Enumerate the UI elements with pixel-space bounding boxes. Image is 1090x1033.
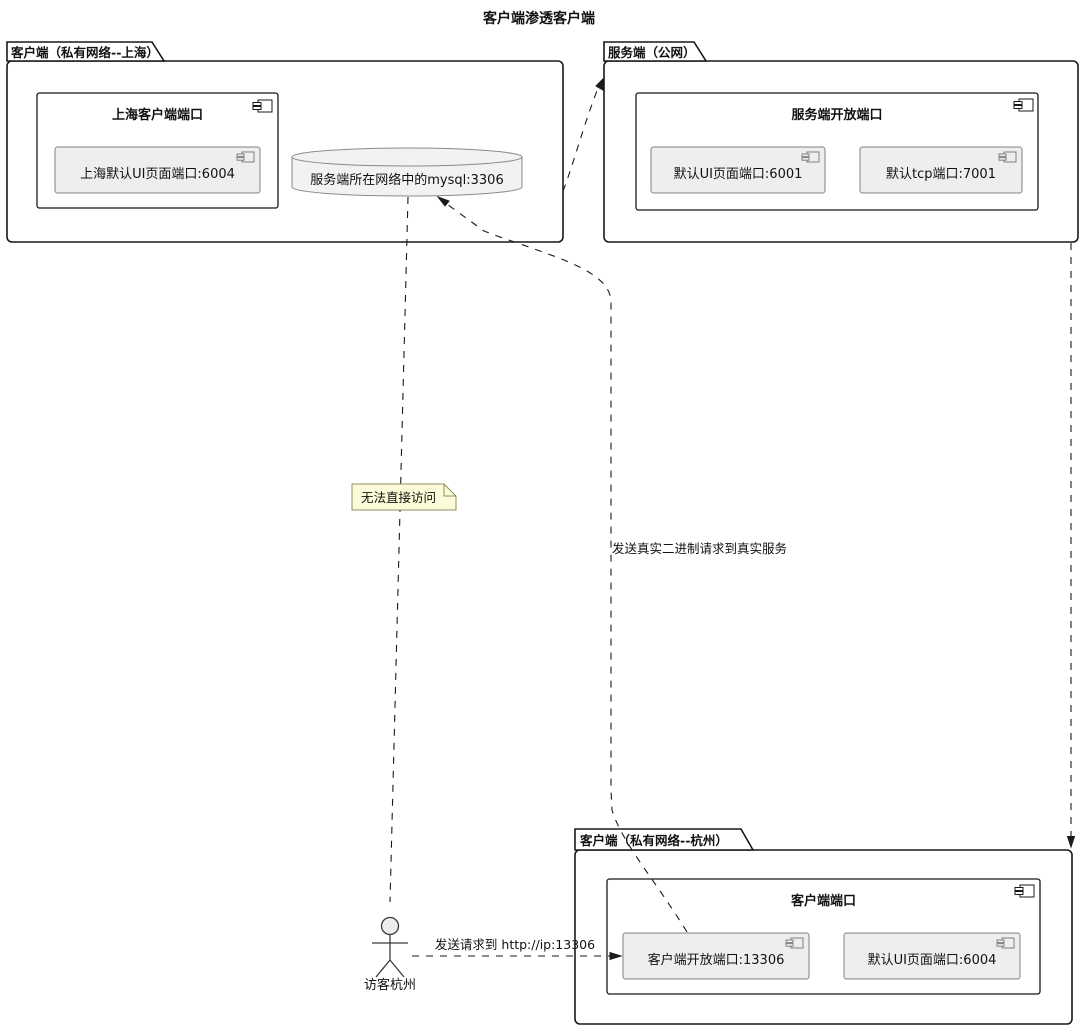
actor-label: 访客杭州 [363, 978, 416, 993]
component-server-title: 服务端开放端口 [791, 108, 883, 123]
port-server-ui-label: 默认UI页面端口:6001 [673, 167, 803, 182]
package-hangzhou-label: 客户端（私有网络--杭州） [580, 833, 728, 848]
edge-visitor-to-mysql [389, 196, 409, 903]
database-mysql-label: 服务端所在网络中的mysql:3306 [310, 173, 504, 188]
port-server-tcp-7001 [859, 146, 1023, 194]
component-icon [996, 937, 1015, 949]
package-server-label: 服务端（公网） [608, 45, 696, 60]
arrowhead-to-hangzhou [1066, 836, 1076, 849]
note-text: 无法直接访问 [361, 490, 437, 505]
edge-hangzhou-to-mysql [439, 198, 688, 933]
component-icon [801, 151, 820, 163]
edge-shanghai-to-server [562, 80, 602, 192]
component-icon [1013, 98, 1034, 112]
package-hangzhou [574, 828, 1073, 1025]
diagram-title: 客户端渗透客户端 [483, 11, 595, 27]
actor-head [380, 916, 400, 936]
component-icon [998, 151, 1017, 163]
port-hangzhou-ui-6004 [843, 932, 1021, 980]
package-shanghai [6, 41, 564, 243]
actor-figure [372, 916, 408, 978]
port-server-ui-6001 [650, 146, 826, 194]
arrowhead-to-port [609, 951, 623, 961]
port-shanghai-ui-label: 上海默认UI页面端口:6004 [80, 167, 235, 182]
package-server [603, 41, 1079, 243]
component-icon [785, 937, 804, 949]
note-shape [351, 483, 457, 511]
component-hangzhou-title: 客户端端口 [790, 894, 856, 909]
port-hangzhou-open-label: 客户端开放端口:13306 [647, 953, 785, 968]
arrowhead-to-mysql [436, 195, 450, 207]
port-hangzhou-open-13306 [622, 932, 810, 980]
component-shanghai-title: 上海客户端端口 [111, 108, 203, 123]
edge-label-visitor-request: 发送请求到 http://ip:13306 [434, 937, 596, 952]
component-icon [236, 151, 255, 163]
port-hangzhou-ui-label: 默认UI页面端口:6004 [867, 953, 997, 968]
component-icon [1014, 884, 1035, 898]
port-server-tcp-label: 默认tcp端口:7001 [886, 167, 996, 182]
arrowhead-to-server [595, 76, 605, 91]
package-hangzhou-tab [574, 828, 755, 851]
edge-label-binary-request: 发送真实二进制请求到真实服务 [612, 541, 788, 556]
package-shanghai-tab [6, 41, 166, 62]
port-shanghai-ui-6004 [54, 146, 261, 194]
package-shanghai-label: 客户端（私有网络--上海） [11, 45, 159, 60]
database-mysql [291, 147, 523, 197]
package-server-tab [603, 41, 708, 62]
component-icon [252, 99, 273, 113]
